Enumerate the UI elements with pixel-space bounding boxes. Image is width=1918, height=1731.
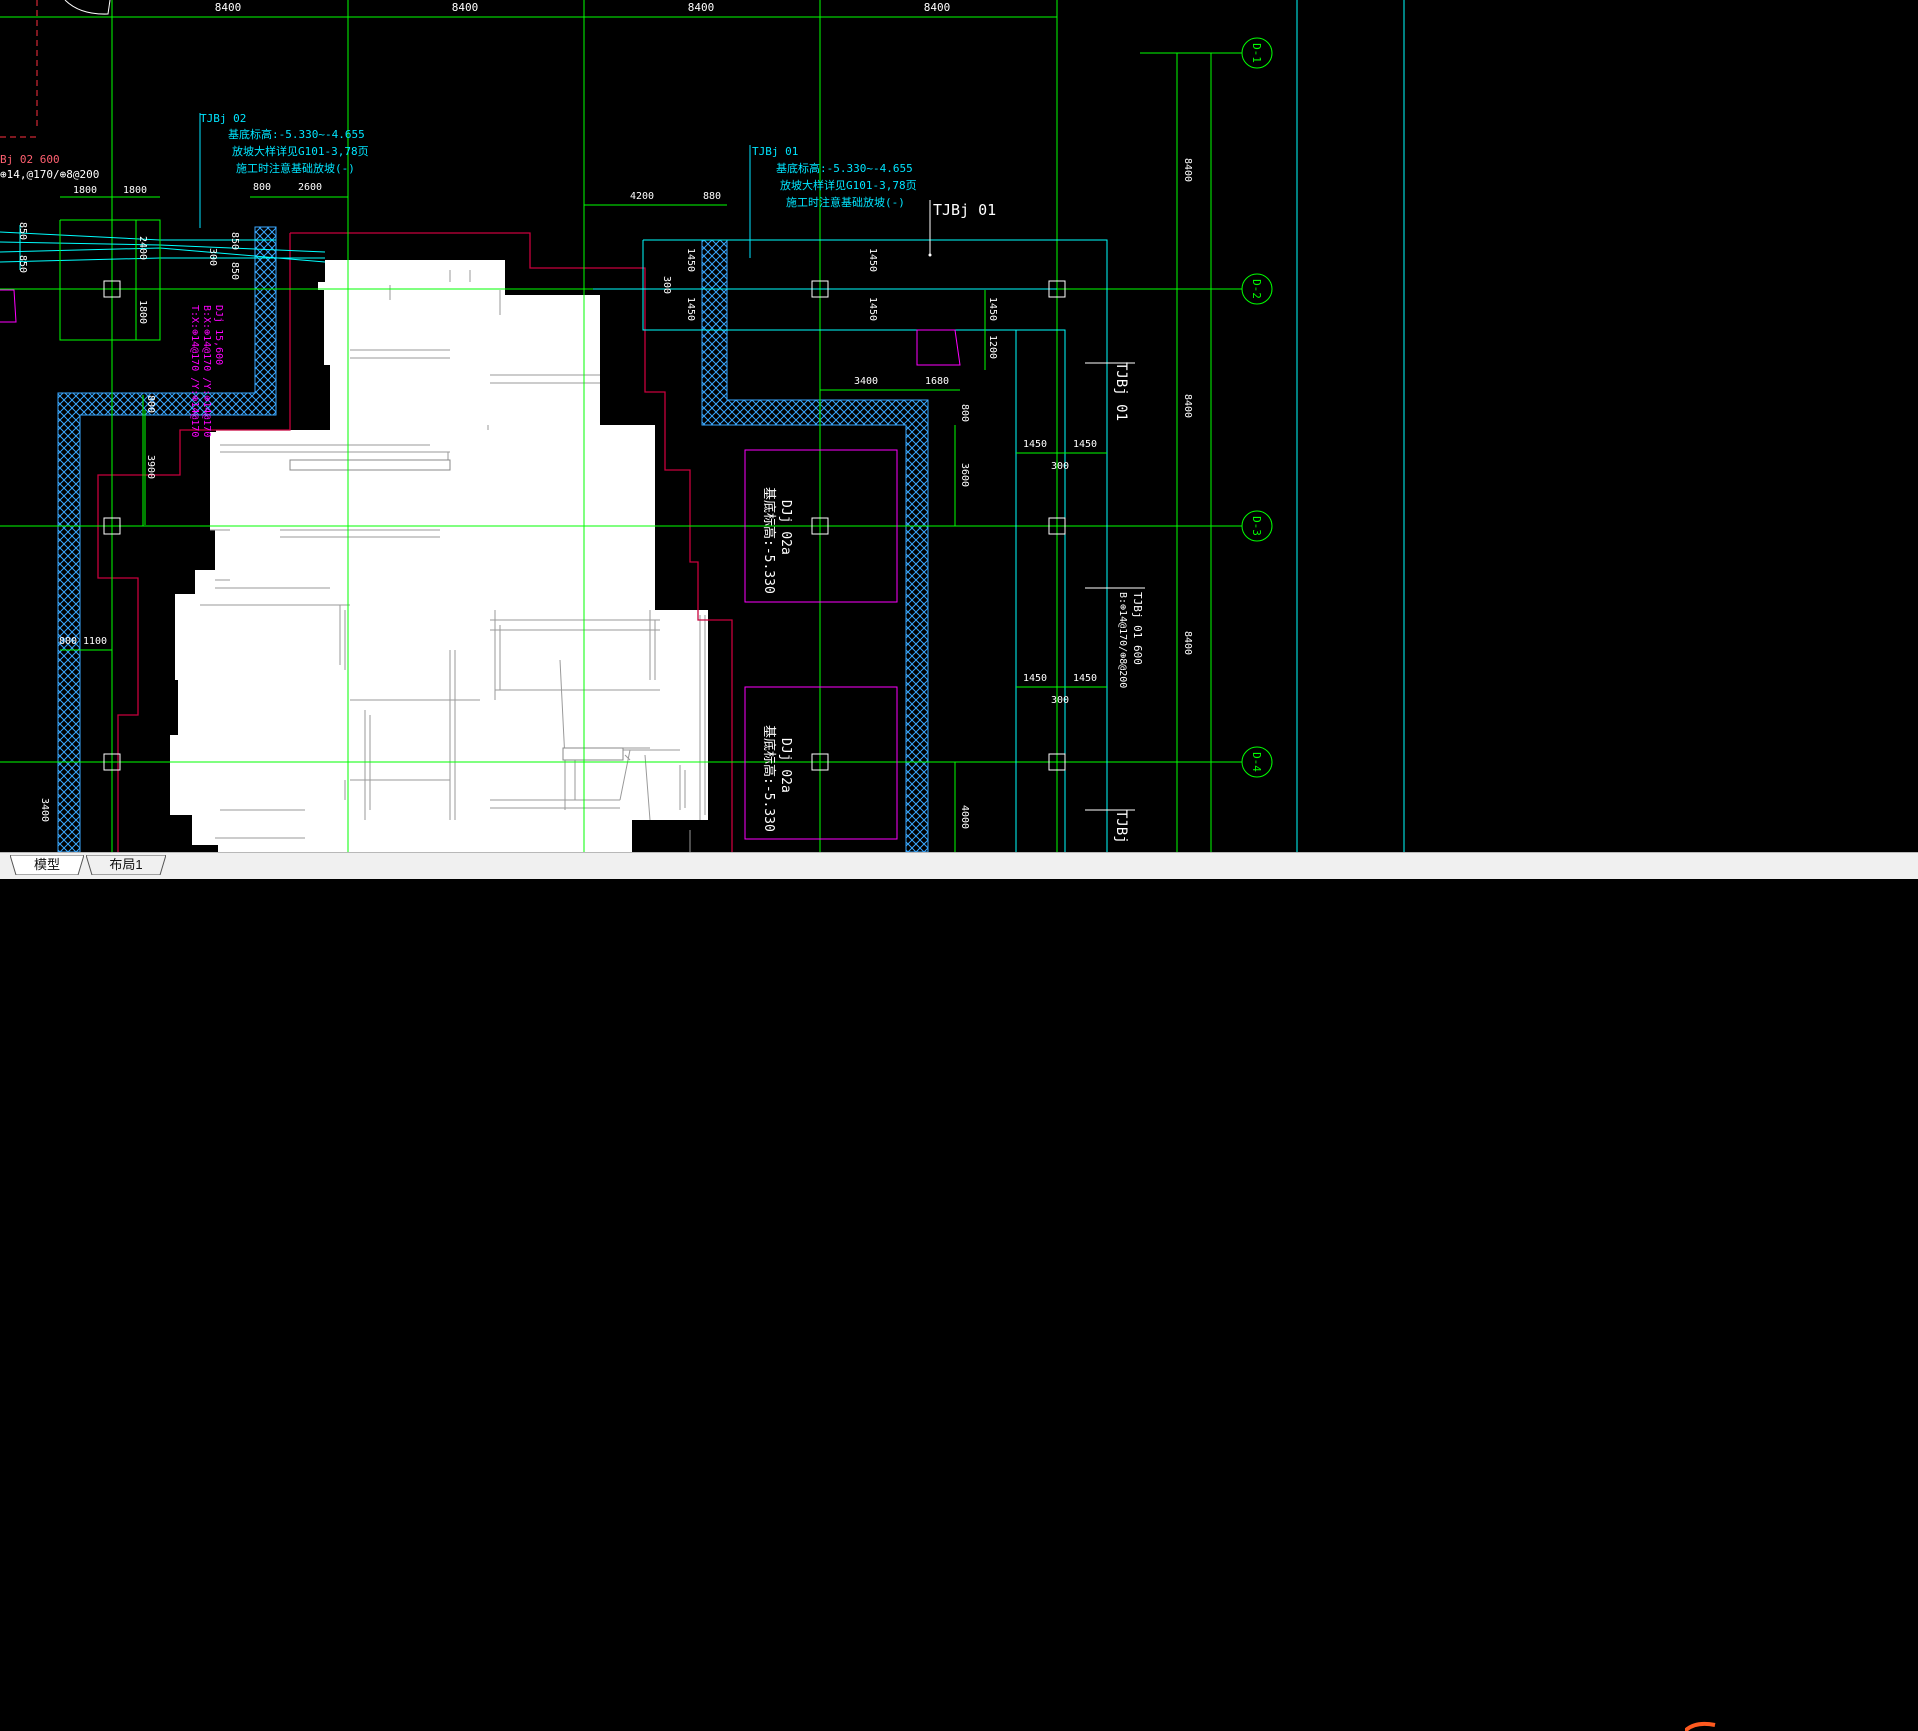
leader-dot (928, 253, 932, 257)
dim: 800 (959, 404, 970, 422)
dim: 3400 (39, 798, 50, 822)
right-dim: 8400 (1182, 394, 1193, 418)
dim: 1100 (83, 636, 107, 647)
tjbj01-right1: TJBj 01 (1113, 362, 1129, 421)
dim: 2400 (137, 236, 148, 260)
bubble-d3: D-3 (1250, 516, 1263, 536)
footing-lines (59, 219, 161, 525)
dim: 1800 (73, 185, 97, 196)
djj02a-sub: 基底标高:-5.330 (761, 725, 777, 832)
top-dim: 8400 (924, 1, 951, 14)
column-markers (103, 280, 1066, 771)
dim: 1450 (867, 297, 878, 321)
right-dim: 8400 (1182, 631, 1193, 655)
dim: 3600 (959, 463, 970, 487)
djj-magenta-t2: B:X:⊕14@170 /Y:⊕14@170 (201, 305, 212, 437)
dim: 850 (17, 255, 28, 273)
dim: 300 (1051, 461, 1069, 472)
tab-model-label: 模型 (33, 857, 60, 872)
tjbj02-line1: 基底标高:-5.330~-4.655 (228, 127, 365, 141)
dim: 1680 (925, 376, 949, 387)
dim: 850 (229, 232, 240, 250)
dim: 4000 (959, 805, 970, 829)
dim: 3900 (145, 455, 156, 479)
tab-shape (10, 855, 84, 875)
right-dim: 8400 (1182, 158, 1193, 182)
djj02a-title: DJj 02a (778, 500, 793, 555)
dim: 800 (253, 182, 271, 193)
tab-layout1[interactable]: 布局1 (86, 855, 166, 875)
tab-layout1-label: 布局1 (109, 857, 143, 872)
retaining-wall-right (701, 239, 929, 852)
tjbj01-right2: TJBj 01 600 (1131, 592, 1144, 665)
dim: 1800 (123, 185, 147, 196)
layout-tab-bar: 模型 布局1 (0, 852, 1918, 1731)
dim: 1450 (1023, 439, 1047, 450)
djj02a-title: DJj 02a (778, 738, 793, 793)
tab-shape (86, 855, 166, 875)
building-interior-lines (200, 270, 706, 852)
dim: 300 (207, 248, 218, 266)
left-cut-label2: ⊕14,@170/⊕8@200 (0, 168, 99, 181)
dim: 800 (59, 636, 77, 647)
left-cut-label1: Bj 02 600 (0, 153, 60, 166)
tjbj02-title: TJBj 02 (200, 112, 246, 125)
djj-magenta-t1: DJj 15,600 (213, 305, 224, 365)
grid-lines (0, 0, 1242, 852)
retaining-wall-left (57, 226, 277, 852)
tjbj01-right2-sub: B:⊕14@170/⊕8@200 (1117, 592, 1128, 688)
dim: 1450 (1073, 673, 1097, 684)
dim: 1450 (1073, 439, 1097, 450)
djj-magenta-t3: T:X:⊕14@170 /Y:⊕14@170 (189, 305, 200, 437)
top-dim: 8400 (452, 1, 479, 14)
building-outline (170, 260, 708, 852)
cad-drawing-canvas[interactable]: D-1 D-2 D-3 D-4 8400 8400 8400 8400 8400… (0, 0, 1918, 852)
dim: 3400 (854, 376, 878, 387)
tjbj02-line2: 放坡大样详见G101-3,78页 (232, 144, 369, 158)
tjbj01-line1: 基底标高:-5.330~-4.655 (776, 161, 913, 175)
magenta-elements (0, 289, 961, 840)
tjbj02-line3: 施工时注意基础放坡(-) (236, 161, 355, 175)
dim: 300 (1051, 695, 1069, 706)
tjbj01-title: TJBj 01 (752, 145, 798, 158)
dim: 300 (661, 276, 672, 294)
dim: 800 (145, 395, 156, 413)
dim: 4200 (630, 191, 654, 202)
dim: 1450 (685, 297, 696, 321)
dim: 850 (17, 222, 28, 240)
dim: 1450 (685, 248, 696, 272)
dim: 1450 (1023, 673, 1047, 684)
section-line (290, 232, 733, 852)
dim: 1200 (987, 335, 998, 359)
dimension-lines (60, 196, 1107, 852)
dim: 850 (229, 262, 240, 280)
top-dim: 8400 (215, 1, 242, 14)
tjbj01-line3: 施工时注意基础放坡(-) (786, 195, 905, 209)
tjbj01-big-label: TJBj 01 (933, 201, 996, 219)
bubble-d2: D-2 (1250, 279, 1263, 299)
grid-bubbles: D-1 D-2 D-3 D-4 (1241, 37, 1273, 778)
tab-model[interactable]: 模型 (10, 855, 84, 875)
dim: 1450 (987, 297, 998, 321)
dim: 2600 (298, 182, 322, 193)
djj02a-sub: 基底标高:-5.330 (761, 487, 777, 594)
bubble-d4: D-4 (1250, 752, 1263, 772)
tjbj01-line2: 放坡大样详见G101-3,78页 (780, 178, 917, 192)
status-icon (1685, 1721, 1716, 1731)
tjbj01-right3: TJBj 0 (1113, 810, 1129, 852)
dim: 1450 (867, 248, 878, 272)
dim: 1800 (137, 300, 148, 324)
dim: 880 (703, 191, 721, 202)
top-dim: 8400 (688, 1, 715, 14)
bubble-d1: D-1 (1250, 43, 1263, 63)
top-left-curve (64, 0, 111, 15)
